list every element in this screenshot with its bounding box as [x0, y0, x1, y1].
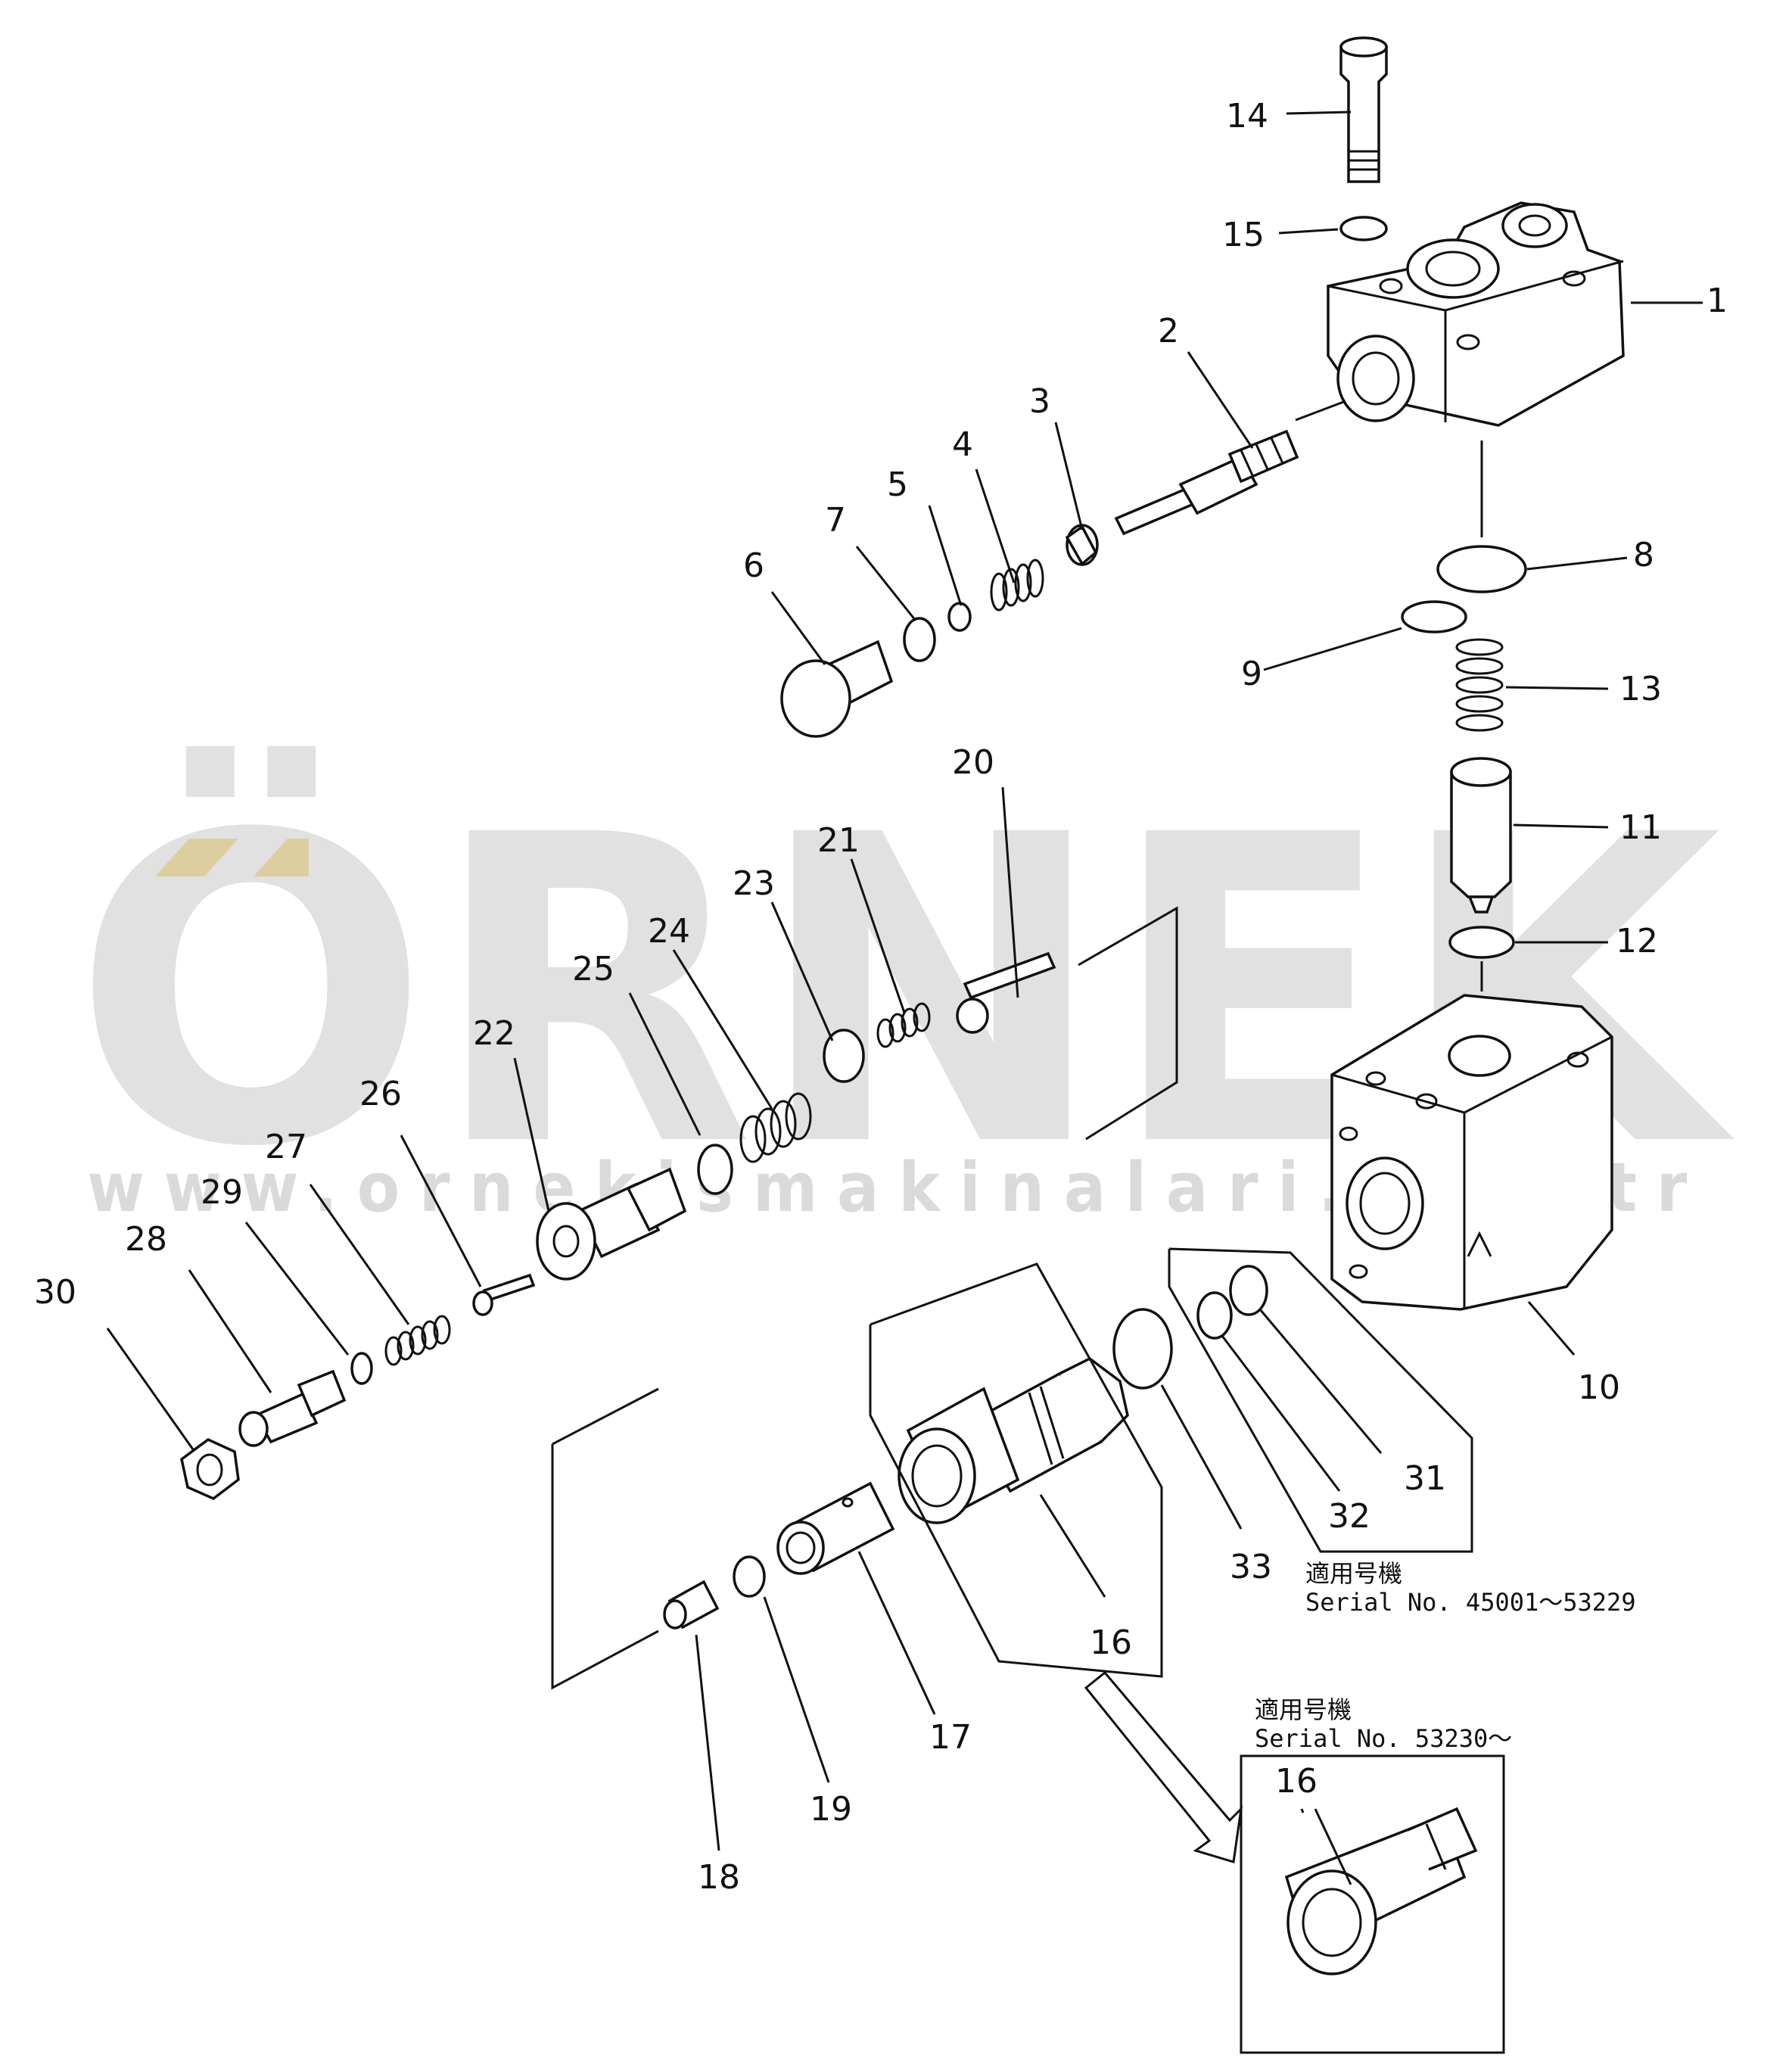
valve-body-lower [1330, 994, 1613, 1311]
poppet [1450, 757, 1512, 914]
callout-30: 30 [34, 1273, 76, 1312]
callout-18: 18 [698, 1858, 740, 1897]
callout-22: 22 [473, 1014, 515, 1053]
callout-6: 6 [743, 546, 764, 585]
o-ring-25 [697, 1144, 733, 1195]
inset-frame [1240, 1754, 1505, 2054]
note-a-serial: Serial No. 45001～53229 [1305, 1588, 1636, 1617]
group-outlines [551, 906, 1505, 2054]
relief-valve-16 [898, 1356, 1129, 1524]
callout-32: 32 [1328, 1497, 1370, 1536]
callout-20: 20 [952, 743, 994, 782]
pilot-stem [1114, 429, 1299, 536]
callout-27: 27 [265, 1128, 307, 1166]
callout-29: 29 [201, 1173, 243, 1212]
reference-arrow [1084, 1670, 1243, 1863]
callout-11: 11 [1619, 808, 1662, 847]
sleeve-17 [776, 1481, 895, 1575]
callout-24: 24 [648, 912, 690, 951]
callout-4: 4 [952, 425, 973, 464]
nut-30 [180, 1437, 240, 1501]
callout-labels: 1 2 3 4 5 6 7 8 9 10 11 12 13 14 15 16 1… [34, 97, 1728, 1897]
valve-body-upper [1327, 201, 1625, 427]
callout-28: 28 [125, 1220, 167, 1259]
small-washer [947, 602, 972, 632]
backup-ring-32 [1196, 1291, 1233, 1340]
callout-33: 33 [1230, 1548, 1272, 1586]
spring-small [990, 559, 1044, 612]
callout-10: 10 [1578, 1368, 1620, 1407]
callout-23: 23 [733, 864, 775, 903]
o-ring-31 [1229, 1265, 1268, 1316]
plug [780, 640, 894, 738]
callout-25: 25 [572, 950, 614, 988]
note-b-jp: 適用号機 [1255, 1695, 1352, 1724]
spring-27 [384, 1315, 451, 1366]
applicability-notes: 適用号機 Serial No. 45001～53229 適用号機 Serial … [1255, 1559, 1636, 1753]
callout-26: 26 [359, 1075, 402, 1113]
watermark-umlaut-left [155, 839, 238, 876]
callout-8: 8 [1633, 536, 1654, 574]
callout-17: 17 [929, 1718, 972, 1757]
screw-28 [238, 1369, 347, 1447]
callout-13: 13 [1619, 670, 1662, 708]
o-ring-medium [1401, 600, 1467, 633]
watermark-umlaut-right [254, 839, 309, 876]
retainer-23 [823, 1029, 865, 1083]
callout-2: 2 [1158, 312, 1179, 350]
callout-1: 1 [1706, 282, 1728, 320]
callout-5: 5 [887, 465, 908, 504]
callout-16: 16 [1090, 1623, 1132, 1662]
callout-12: 12 [1616, 922, 1658, 960]
spring-24 [739, 1092, 812, 1163]
adjuster-22 [536, 1167, 687, 1281]
washer [1339, 216, 1388, 241]
o-ring-29 [350, 1352, 373, 1385]
spring-21 [876, 1002, 931, 1048]
o-ring-large [1436, 545, 1527, 593]
retaining-ring [1448, 926, 1515, 959]
o-ring-33 [1112, 1308, 1173, 1390]
callout-15: 15 [1222, 216, 1265, 254]
callout-9: 9 [1241, 655, 1262, 693]
callout-19: 19 [810, 1790, 852, 1829]
piston-18 [663, 1580, 720, 1630]
callout-16-inset: 16 [1275, 1762, 1318, 1801]
parts [180, 36, 1625, 1975]
pin-20 [956, 951, 1056, 1034]
leader-lines [106, 111, 1703, 1885]
callout-31: 31 [1404, 1459, 1446, 1498]
seat [1065, 524, 1099, 566]
note-a-jp: 適用号機 [1305, 1559, 1402, 1588]
note-b-serial: Serial No. 53230～ [1255, 1724, 1512, 1753]
o-ring-plug [903, 617, 936, 662]
callout-7: 7 [825, 501, 846, 540]
needle-26 [472, 1273, 536, 1316]
callout-21: 21 [817, 821, 860, 860]
washer-19 [733, 1555, 766, 1598]
bolt [1339, 36, 1388, 183]
callout-14: 14 [1226, 97, 1268, 135]
callout-3: 3 [1029, 382, 1050, 421]
inset-relief-valve [1284, 1807, 1478, 1975]
spring-vertical [1455, 638, 1504, 732]
